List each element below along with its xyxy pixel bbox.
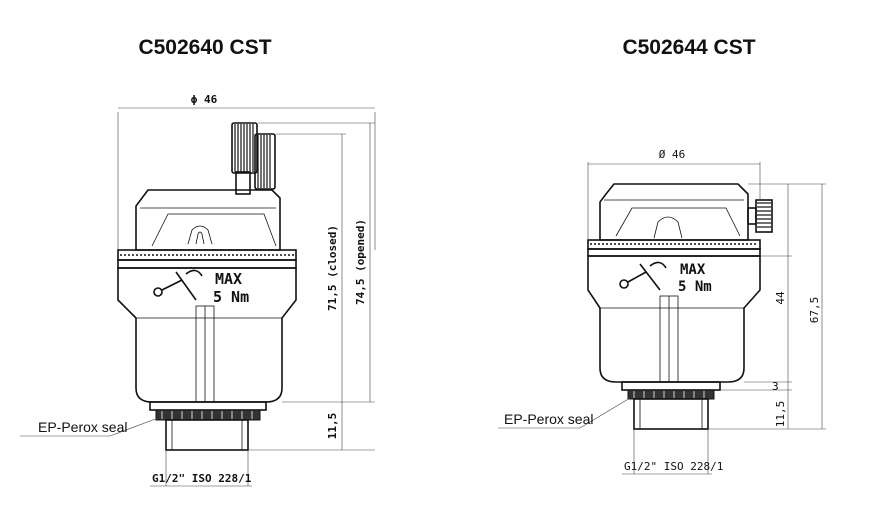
right-height-body-dim: 44 — [774, 291, 787, 305]
right-marking-torque: 5 Nm — [678, 279, 712, 295]
right-threaded-stem — [633, 398, 709, 430]
right-thread-dim: G1/2" ISO 228/1 — [624, 460, 723, 473]
left-dimensions: ϕ 46 71,5 (closed) 74,5 (opened) 11,5 G1… — [20, 93, 376, 487]
left-diameter-dim: ϕ 46 — [191, 93, 218, 106]
right-torque-marking: MAX 5 Nm — [619, 261, 712, 295]
left-torque-marking: MAX 5 Nm — [153, 269, 249, 306]
right-title: C502644 CST — [622, 36, 755, 59]
left-height-opened-dim: 74,5 (opened) — [354, 219, 367, 305]
left-seal-label: EP-Perox seal — [38, 419, 127, 435]
right-valve: MAX 5 Nm — [587, 183, 773, 430]
right-marking-max: MAX — [680, 262, 706, 278]
left-height-closed-dim: 71,5 (closed) — [326, 225, 339, 311]
right-seal-label: EP-Perox seal — [504, 411, 593, 427]
left-knurled-cap — [231, 122, 276, 195]
right-gap-dim: 3 — [772, 380, 779, 393]
left-valve: MAX 5 Nm — [117, 122, 297, 451]
left-thread-dim: G1/2" ISO 228/1 — [152, 472, 252, 485]
left-title: C502640 CST — [138, 36, 271, 59]
right-diameter-dim: Ø 46 — [659, 148, 686, 161]
right-seal-ring — [627, 389, 715, 400]
right-thread-length-dim: 11,5 — [774, 401, 787, 428]
left-threaded-stem — [165, 419, 249, 451]
left-marking-torque: 5 Nm — [213, 288, 249, 306]
right-side-knob — [747, 199, 773, 233]
right-dimensions: Ø 46 44 3 11,5 67,5 G1/2" ISO 228/1 EP-P… — [498, 148, 826, 475]
right-height-total-dim: 67,5 — [808, 297, 821, 324]
left-thread-length-dim: 11,5 — [326, 413, 339, 440]
left-marking-max: MAX — [215, 270, 242, 288]
